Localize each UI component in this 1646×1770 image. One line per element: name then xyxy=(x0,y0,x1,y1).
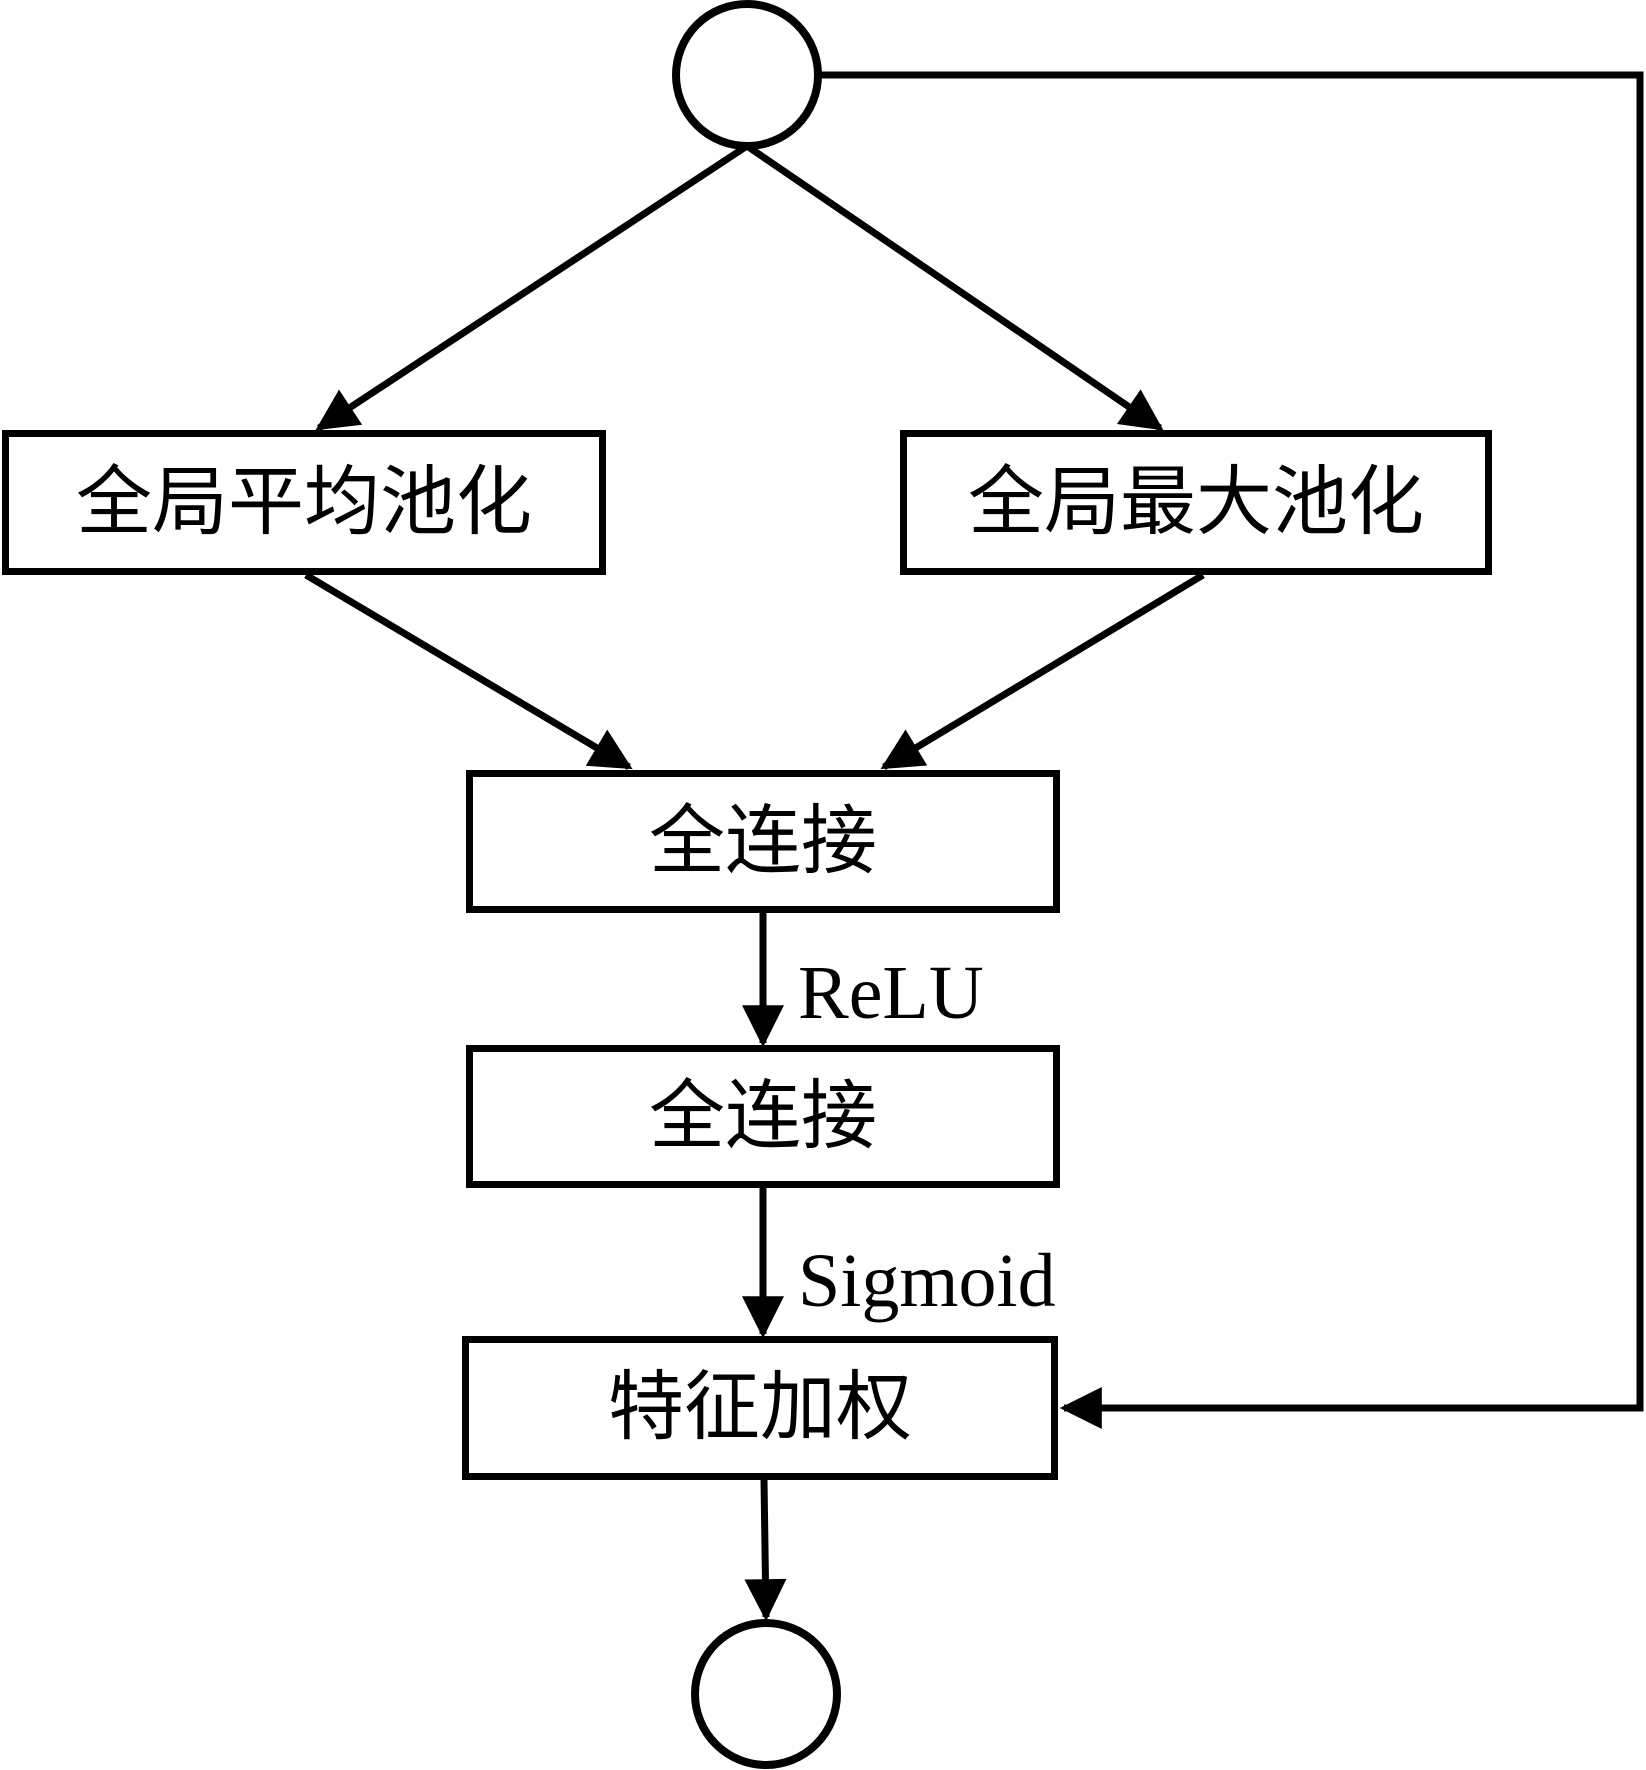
node-fully-connected-1: 全连接 xyxy=(466,770,1060,913)
edge-label-sigmoid: Sigmoid xyxy=(798,1239,1056,1323)
edge-input-to-gmp xyxy=(745,143,1164,431)
node-global-max-pooling: 全局最大池化 xyxy=(900,430,1492,575)
node-feature-weighting-label: 特征加权 xyxy=(608,1366,912,1450)
edge-input-to-gap xyxy=(315,143,749,431)
node-global-average-pooling: 全局平均池化 xyxy=(2,430,606,575)
edge-gap-to-fc1 xyxy=(304,571,633,771)
node-fully-connected-2: 全连接 xyxy=(466,1045,1060,1188)
node-fully-connected-2-label: 全连接 xyxy=(649,1074,877,1159)
edge-gmp-to-fc1 xyxy=(880,572,1205,770)
input-node-circle xyxy=(672,0,822,150)
edge-label-relu: ReLU xyxy=(798,951,984,1035)
node-fully-connected-1-label: 全连接 xyxy=(649,799,877,884)
output-node-circle xyxy=(691,1619,841,1769)
node-global-max-pooling-label: 全局最大池化 xyxy=(968,460,1424,545)
edge-skip-connection xyxy=(821,71,1644,1429)
node-global-average-pooling-label: 全局平均池化 xyxy=(76,460,532,545)
edge-fw-to-output xyxy=(744,1479,787,1622)
node-feature-weighting: 特征加权 xyxy=(462,1336,1058,1480)
